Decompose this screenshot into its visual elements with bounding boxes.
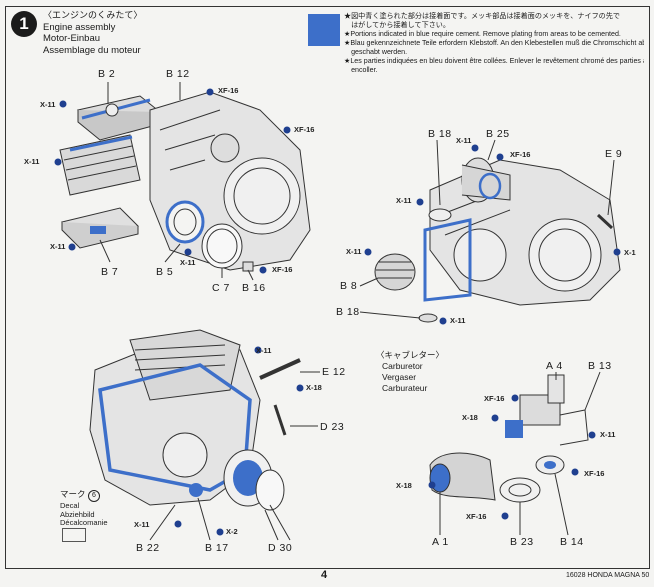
label-b18: B 18 <box>428 128 452 140</box>
page-number: 4 <box>321 569 328 581</box>
step-title-jp: 〈エンジンのくみたて〉 <box>43 10 143 20</box>
legend-line: はがしてから接着して下さい。 <box>344 21 450 29</box>
screw-label: X-11 <box>450 316 466 325</box>
screw-label: X-11 <box>134 520 150 529</box>
paint-label: XF-16 <box>294 125 315 134</box>
paint-label: XF-16 <box>272 265 293 274</box>
decal-sticker-icon <box>62 528 86 542</box>
screw-markers <box>54 88 621 536</box>
cement-color-swatch <box>308 14 340 46</box>
carburetor-title-jp: 〈キャブレター〉 <box>376 350 445 360</box>
carburetor-assembly <box>505 374 589 446</box>
screw-label: X-11 <box>346 247 362 256</box>
screw-label: X-11 <box>50 242 66 251</box>
screw-label: X-11 <box>40 100 56 109</box>
step-title-de: Motor-Einbau <box>43 33 101 44</box>
crankcase-right <box>423 159 621 306</box>
part-b16 <box>242 261 254 272</box>
decal-de: Abziehbild <box>60 509 95 519</box>
label-e12: E 12 <box>322 366 346 378</box>
engine-lower-left <box>89 329 261 506</box>
legend-line: ★Blau gekennzeichnete Teile erfordern Kl… <box>344 39 644 47</box>
screw-label: X-18 <box>396 481 412 490</box>
exhaust-e12 <box>259 358 301 380</box>
page-frame <box>5 6 650 569</box>
paint-label: XF-16 <box>484 394 505 403</box>
label-b17: B 17 <box>205 542 229 554</box>
carburetor-title: 〈キャブレター〉 Carburetor Vergaser Carburateur <box>376 350 444 394</box>
cylinder-b12 <box>59 134 141 196</box>
paint-label: XF-16 <box>584 469 605 478</box>
decal-note: マーク 6 Decal Abziehbild Décalcomanie <box>60 490 108 528</box>
label-b23: B 23 <box>510 536 534 548</box>
flange-b23 <box>499 477 541 503</box>
legend-line: geschabt werden. <box>344 48 408 56</box>
screw-label: X-18 <box>462 413 478 422</box>
legend-line: ★Les parties indiquées en bleu doivent ê… <box>344 57 644 65</box>
label-b16: B 16 <box>242 282 266 294</box>
screw-label: X-11 <box>180 258 196 267</box>
label-d23: D 23 <box>320 421 345 433</box>
label-d30: D 30 <box>268 542 293 554</box>
screw-label: X-18 <box>306 383 322 392</box>
flange-b14 <box>535 455 565 475</box>
screw-label: X-2 <box>226 527 238 536</box>
head-fins-b8 <box>374 253 416 291</box>
paint-label: XF-16 <box>466 512 487 521</box>
screw-label: X-11 <box>396 196 412 205</box>
screw-label: X-11 <box>256 346 272 355</box>
clutch-cover-d30 <box>223 449 291 541</box>
step-title-en: Engine assembly <box>43 21 116 33</box>
step-title: 〈エンジンのくみたて〉 Engine assembly Motor-Einbau… <box>43 10 142 56</box>
decal-mark-label: マーク <box>60 489 86 499</box>
screw-label: X-11 <box>456 136 472 145</box>
label-b25: B 25 <box>486 128 510 140</box>
carburetor-title-fr: Carburateur <box>382 383 428 393</box>
step-title-fr: Assemblage du moteur <box>43 44 141 56</box>
label-a4: A 4 <box>546 360 563 372</box>
cover-c7 <box>201 223 243 269</box>
intake-b25 <box>461 157 511 203</box>
washer-b18 <box>428 208 452 222</box>
paint-label: XF-16 <box>510 150 531 159</box>
label-b5: B 5 <box>156 266 174 278</box>
cement-legend: ★図中青く塗られた部分は接着面です。メッキ部品は接着面のメッキを、ナイフの先で … <box>344 12 644 75</box>
label-b14: B 14 <box>560 536 584 548</box>
step-number-badge: 1 <box>11 11 37 37</box>
legend-line: encoller. <box>344 66 378 74</box>
label-e9: E 9 <box>605 148 623 160</box>
label-c7: C 7 <box>212 282 230 294</box>
base-plate-b7 <box>61 207 139 249</box>
decal-mark-number: 6 <box>87 490 100 502</box>
label-b13: B 13 <box>588 360 612 372</box>
legend-line: ★図中青く塗られた部分は接着面です。メッキ部品は接着面のメッキを、ナイフの先で <box>344 12 620 20</box>
part-b18-lower <box>418 313 438 323</box>
screw-label: X-11 <box>600 430 616 439</box>
carburetor-title-en: Carburetor <box>382 361 423 371</box>
legend-line: ★Portions indicated in blue require ceme… <box>344 30 621 38</box>
gasket-b5 <box>165 200 205 244</box>
decal-en: Decal <box>60 501 80 510</box>
decal-fr: Décalcomanie <box>60 518 108 527</box>
carburetor-title-de: Vergaser <box>382 372 417 382</box>
head-cover-b2 <box>76 95 162 141</box>
screw-e9 <box>596 213 614 230</box>
footer-reference: 16028 HONDA MAGNA 50 <box>566 572 650 579</box>
label-b2: B 2 <box>98 68 116 80</box>
paint-label: XF-16 <box>218 86 239 95</box>
label-b7: B 7 <box>101 266 119 278</box>
label-a1: A 1 <box>432 536 449 548</box>
label-b22: B 22 <box>136 542 160 554</box>
label-b12: B 12 <box>166 68 190 80</box>
screw-label: X-11 <box>24 157 40 166</box>
screw-label: X-1 <box>624 248 636 257</box>
lever-d23 <box>273 404 287 436</box>
label-b18-lower: B 18 <box>336 306 360 318</box>
label-b8: B 8 <box>340 280 358 292</box>
